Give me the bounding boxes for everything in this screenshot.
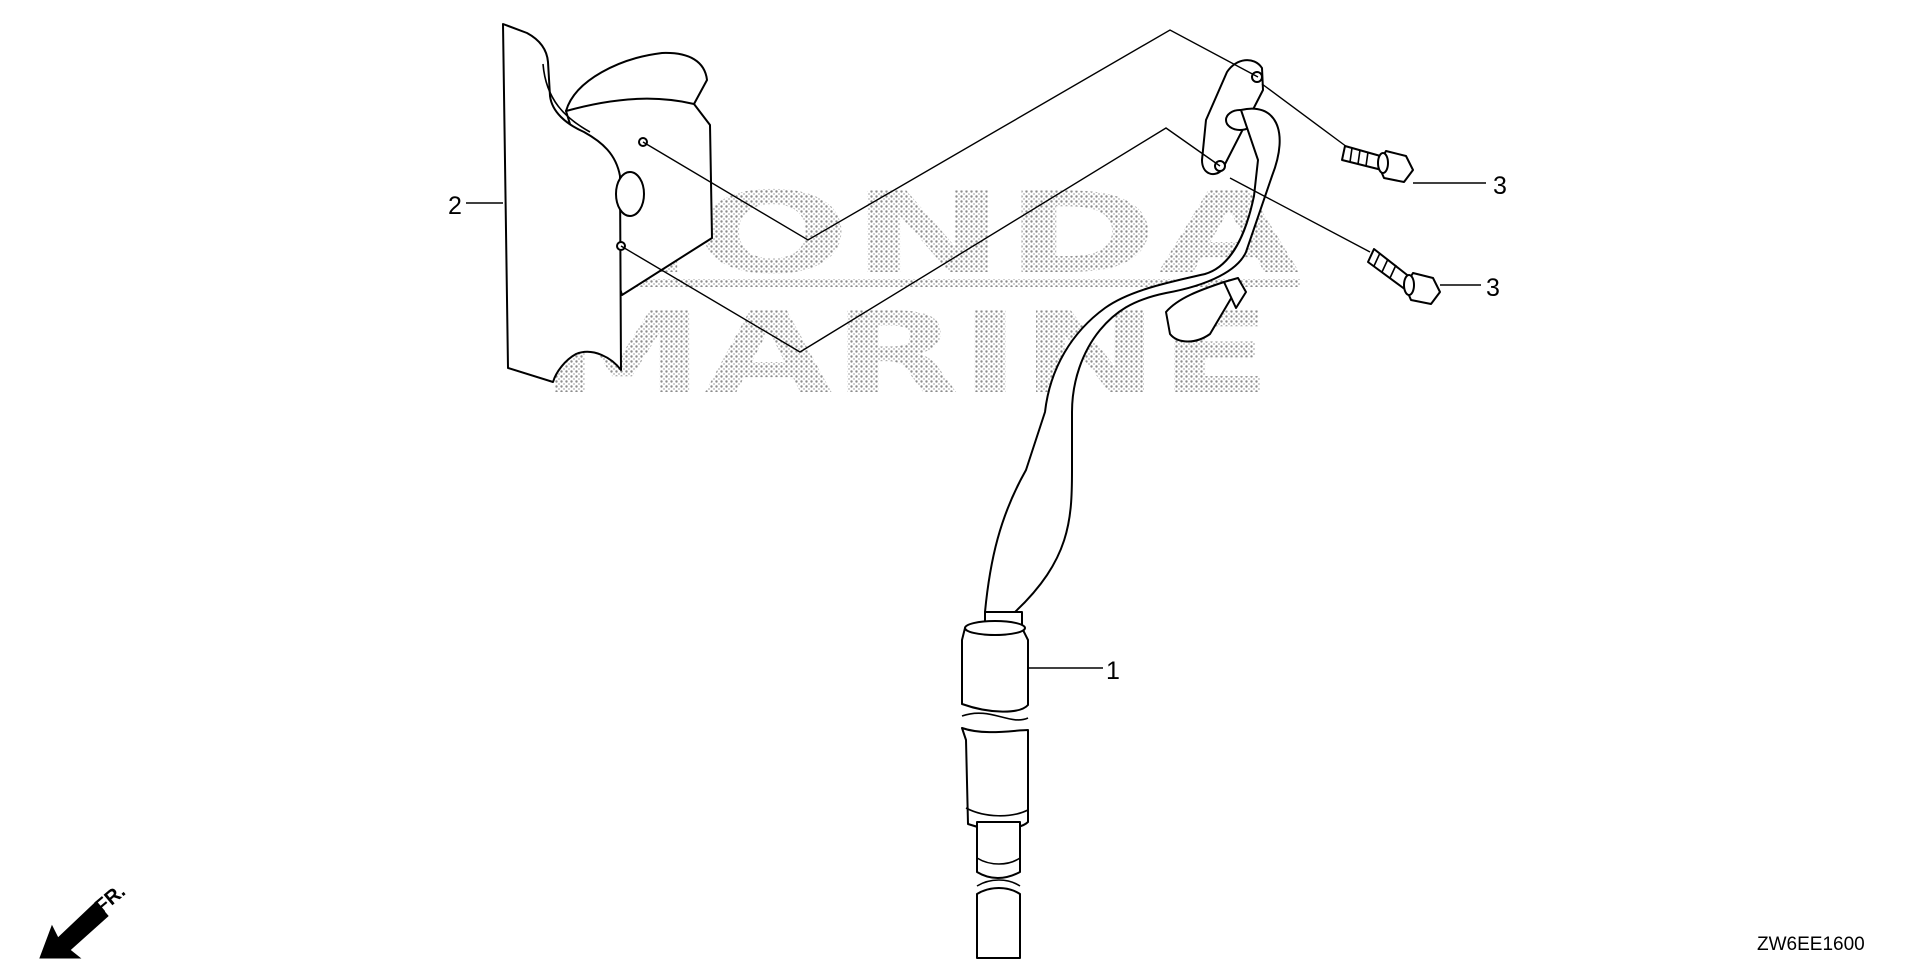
watermark-line2: MARINE [540, 289, 1272, 419]
front-indicator: FR. [39, 880, 130, 959]
cover-part [502, 23, 713, 383]
watermark: HONDA MARINE [528, 169, 1301, 419]
assembly-lines [620, 29, 1371, 353]
arrow-down-left-icon [39, 901, 109, 959]
tube-part [961, 59, 1281, 959]
callout-2: 2 [448, 192, 462, 220]
bolt-lower [1367, 248, 1441, 305]
bolt-upper [1341, 145, 1414, 183]
callout-1: 1 [1106, 657, 1120, 685]
callout-3-upper: 3 [1493, 172, 1507, 200]
callout-3-lower: 3 [1486, 274, 1500, 302]
callouts: 2 1 3 3 [448, 172, 1507, 685]
diagram-code: ZW6EE1600 [1757, 934, 1865, 955]
